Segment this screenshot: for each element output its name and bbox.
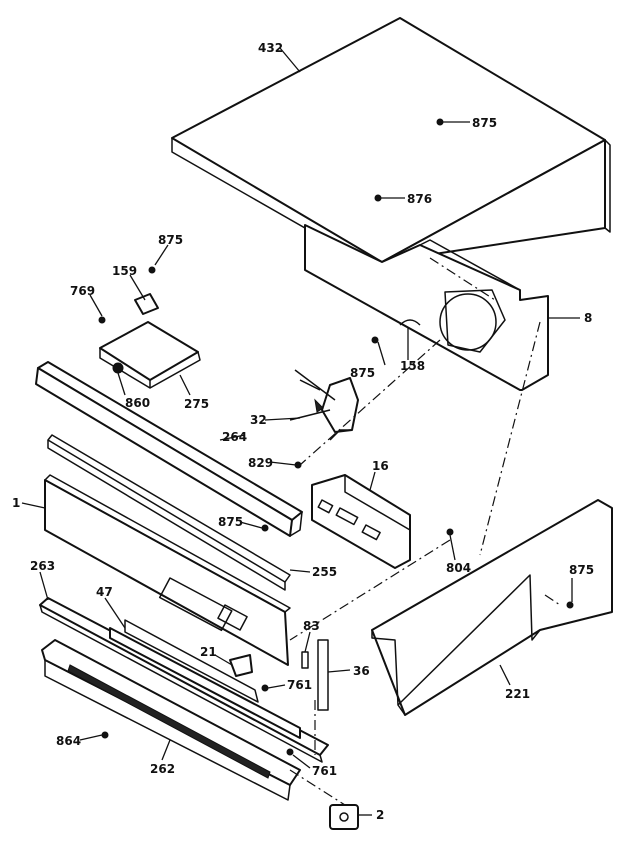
- callout-860: 860: [125, 396, 150, 410]
- callout-262: 262: [150, 762, 175, 776]
- control-trim: [35, 361, 303, 537]
- side-bracket: [371, 499, 613, 716]
- callout-875-bracket: 875: [158, 233, 183, 247]
- callout-432: 432: [258, 41, 283, 55]
- callout-8: 8: [584, 311, 592, 325]
- callout-labels: 432 875 876 875 159 769 8 875 158 860 27…: [12, 41, 594, 822]
- callout-221: 221: [505, 687, 530, 701]
- bracket: [99, 321, 201, 389]
- callout-47: 47: [96, 585, 113, 599]
- electronic-control: [311, 474, 411, 569]
- callout-875-top: 875: [472, 116, 497, 130]
- fan-motor: [289, 369, 359, 441]
- small-parts: [134, 293, 421, 830]
- callout-16: 16: [372, 459, 389, 473]
- lower-trim: [39, 597, 329, 763]
- callout-761-upper: 761: [287, 678, 312, 692]
- callout-876: 876: [407, 192, 432, 206]
- callout-875-panel: 875: [218, 515, 243, 529]
- callout-264: 264: [222, 430, 247, 444]
- top-panel: [171, 17, 611, 273]
- rear-panel: [304, 224, 549, 391]
- callout-32: 32: [250, 413, 267, 427]
- callout-2: 2: [376, 808, 384, 822]
- callout-761-lower: 761: [312, 764, 337, 778]
- callout-875-side: 875: [569, 563, 594, 577]
- rail-strip: [47, 434, 291, 591]
- callout-829: 829: [248, 456, 273, 470]
- vent-grille: [41, 639, 301, 801]
- callout-83: 83: [303, 619, 320, 633]
- callout-864: 864: [56, 734, 81, 748]
- callout-158: 158: [400, 359, 425, 373]
- callout-36: 36: [353, 664, 370, 678]
- leader-lines: [21, 47, 580, 816]
- callout-21: 21: [200, 645, 217, 659]
- callout-263: 263: [30, 559, 55, 573]
- screws: [98, 118, 574, 756]
- callout-769: 769: [70, 284, 95, 298]
- callout-804: 804: [446, 561, 471, 575]
- callout-159: 159: [112, 264, 137, 278]
- callout-1: 1: [12, 496, 20, 510]
- callout-875-rear: 875: [350, 366, 375, 380]
- callout-275: 275: [184, 397, 209, 411]
- control-panel: [44, 474, 291, 666]
- callout-255: 255: [312, 565, 337, 579]
